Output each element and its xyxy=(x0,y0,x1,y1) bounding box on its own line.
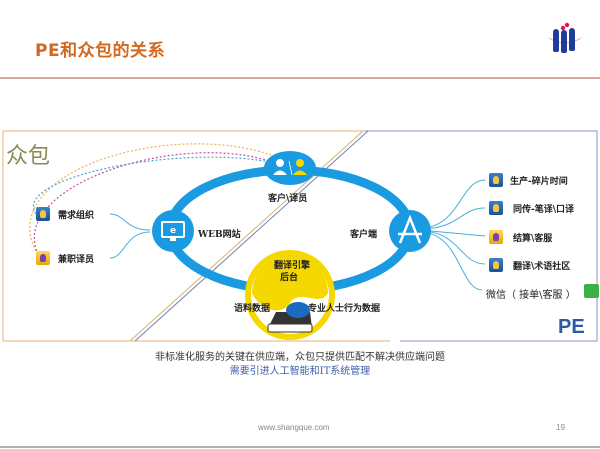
pe-crowdsourcing-diagram: e 众包 PE 客户\译员 WEB网站 客户端 翻译引擎 后台 语料数据 专业人… xyxy=(0,128,600,343)
web-node-label: WEB网站 xyxy=(198,230,241,240)
right-branch-label: 同传-笔译\口译 xyxy=(513,205,575,215)
page-number: 19 xyxy=(556,423,565,432)
left-branch-label: 兼职译员 xyxy=(58,255,95,265)
company-logo-icon xyxy=(548,22,582,53)
yellow-badge-icon xyxy=(36,251,50,265)
title-divider xyxy=(0,77,600,79)
left-branch-label: 需求组织 xyxy=(58,211,95,221)
diagram-graphics: e xyxy=(2,130,598,342)
svg-text:e: e xyxy=(170,226,176,236)
right-branch-label: 生产-碎片时间 xyxy=(510,177,568,187)
blue-badge-icon xyxy=(489,201,503,215)
right-branch-label: 结算\客服 xyxy=(513,234,553,244)
slide-title: PE和众包的关系 xyxy=(35,41,166,61)
caption-line-1: 非标准化服务的关键在供应端，众包只提供匹配不解决供应端问题 xyxy=(155,352,445,363)
blue-badge-icon xyxy=(489,173,503,187)
wechat-icon xyxy=(584,284,599,298)
yellow-badge-icon xyxy=(489,230,503,244)
top-node-label: 客户\译员 xyxy=(268,194,308,204)
corpus-data-label: 语料数据 xyxy=(234,304,271,314)
pe-region-label: PE xyxy=(558,316,585,338)
caption-line-2: 需要引进人工智能和IT系统管理 xyxy=(229,366,371,377)
footer-divider xyxy=(0,446,600,448)
engine-title-line1: 翻译引擎 xyxy=(274,261,311,271)
footer-url: www.shangque.com xyxy=(258,423,330,432)
right-branch-label: 微信（ 接单\客服 ） xyxy=(486,290,576,301)
right-branch-label: 翻译\术语社区 xyxy=(513,262,571,272)
crowdsourcing-region-label: 众包 xyxy=(6,144,51,169)
client-node-label: 客户端 xyxy=(350,230,378,240)
blue-badge-icon xyxy=(36,207,50,221)
blue-badge-icon xyxy=(489,258,503,272)
engine-title-line2: 后台 xyxy=(280,273,299,283)
professional-behavior-data-label: 专业人士行为数据 xyxy=(308,304,381,314)
